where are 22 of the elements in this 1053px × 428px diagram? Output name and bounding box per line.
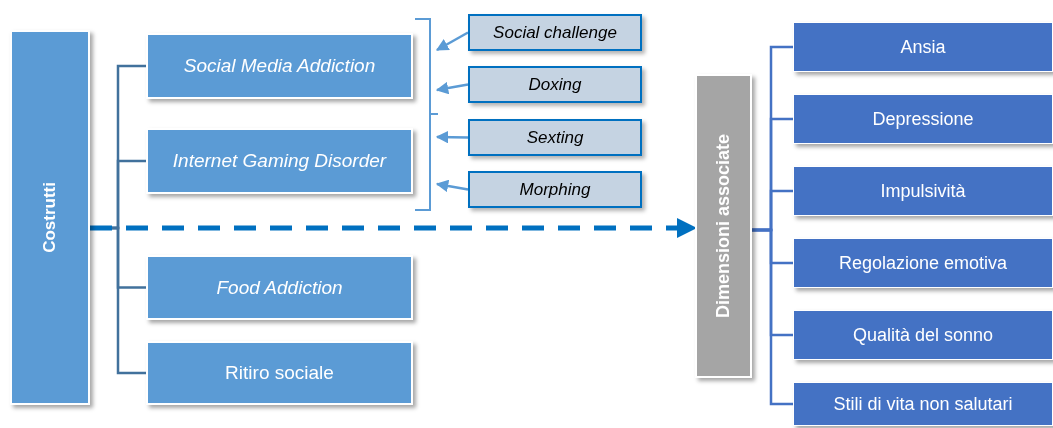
behavior-box: Morphing [468,171,642,208]
arrow [435,179,469,193]
dimension-box: Ansia [793,22,1053,72]
construct-box: Social Media Addiction [146,33,413,99]
category-box: Dimensioni associate [695,74,752,378]
dimension-box: Regolazione emotiva [793,238,1053,288]
construct-box: Internet Gaming Disorder [146,128,413,194]
construct-box: Ritiro sociale [146,341,413,405]
arrow [435,130,469,144]
behavior-box: Social challenge [468,14,642,51]
behavior-box: Doxing [468,66,642,103]
connector-line [752,228,793,406]
arrow [435,31,469,52]
behavior-box: Sexting [468,119,642,156]
construct-box: Food Addiction [146,255,413,320]
dimension-box: Depressione [793,94,1053,144]
dimension-box: Stili di vita non salutari [793,382,1053,426]
arrow [90,218,697,238]
category-box: Costrutti [10,30,90,405]
arrow [435,81,469,95]
dimension-box: Impulsività [793,166,1053,216]
dimension-box: Qualità del sonno [793,310,1053,360]
